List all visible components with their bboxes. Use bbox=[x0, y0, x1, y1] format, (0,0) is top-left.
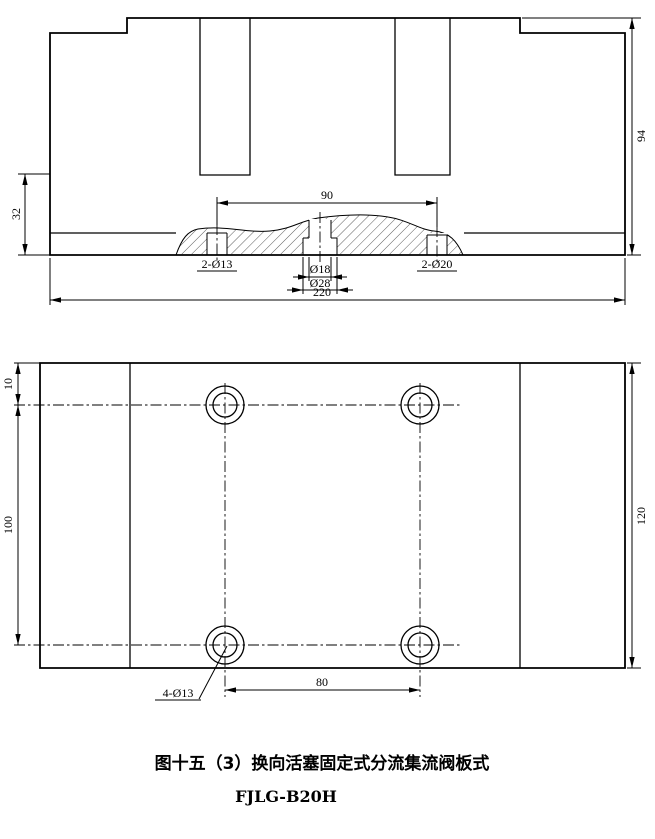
label-hole-center-outer: Ø28 bbox=[310, 276, 331, 290]
front-slot-left bbox=[199, 18, 251, 176]
dim-text-100: 100 bbox=[1, 516, 15, 534]
front-hole-centerlines bbox=[216, 212, 438, 263]
front-slot-right bbox=[394, 18, 451, 176]
plan-view: 10 100 120 80 4-Ø13 bbox=[1, 362, 648, 701]
dim-text-10: 10 bbox=[1, 378, 15, 390]
section-hole-center-outline bbox=[302, 220, 338, 255]
dim-text-120: 120 bbox=[634, 507, 648, 525]
plan-extension-lines bbox=[14, 362, 641, 669]
label-mounting-holes: 4-Ø13 bbox=[163, 686, 194, 700]
figure-model-number: FJLG-B20H bbox=[235, 787, 337, 806]
dim-text-90: 90 bbox=[321, 188, 333, 202]
dim-text-94: 94 bbox=[634, 130, 648, 142]
caption: 图十五（3）换向活塞固定式分流集流阀板式 FJLG-B20H bbox=[155, 753, 490, 806]
plan-centerlines bbox=[14, 383, 460, 697]
figure-title: 图十五（3）换向活塞固定式分流集流阀板式 bbox=[155, 753, 490, 774]
plan-outline bbox=[39, 362, 626, 669]
plan-inner-edges bbox=[129, 363, 521, 668]
label-holes-right: 2-Ø20 bbox=[422, 257, 453, 271]
mounting-holes bbox=[205, 385, 440, 665]
leader-4d13 bbox=[198, 645, 228, 700]
section-hole-clearouts bbox=[207, 219, 447, 254]
dim-text-32: 32 bbox=[9, 208, 23, 220]
front-body-outline bbox=[49, 17, 626, 256]
front-view: 90 2-Ø13 2-Ø20 Ø18 Ø28 220 94 32 bbox=[9, 17, 648, 305]
label-hole-center-inner: Ø18 bbox=[310, 262, 331, 276]
dim-text-220: 220 bbox=[313, 285, 331, 299]
dim-text-80: 80 bbox=[316, 675, 328, 689]
label-holes-left: 2-Ø13 bbox=[202, 257, 233, 271]
